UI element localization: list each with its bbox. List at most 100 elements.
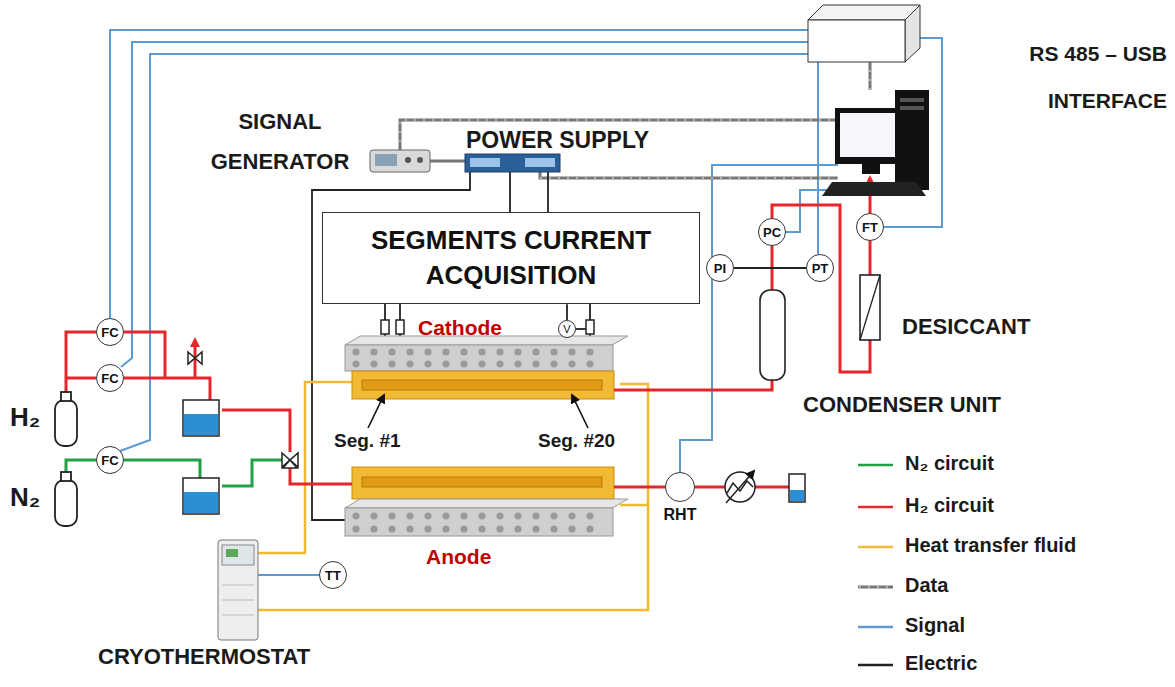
anode-plate (345, 467, 628, 536)
anode-plate (424, 525, 431, 532)
signal-line (680, 165, 838, 472)
electric-line (547, 172, 549, 212)
computer (822, 90, 929, 196)
heat-exchanger (726, 471, 754, 503)
temperature-transmitter: TT (319, 561, 347, 589)
water-trap (789, 474, 805, 502)
cathode-plate (345, 345, 613, 371)
node-text: PT (812, 262, 829, 275)
anode-plate (514, 525, 521, 532)
anode-plate (478, 525, 485, 532)
anode-plate (550, 525, 557, 532)
cathode-plate (370, 348, 377, 355)
humidifier-bottle (183, 400, 219, 514)
water-trap (790, 490, 804, 501)
cathode-plate (406, 360, 413, 367)
anode-plate (460, 525, 467, 532)
rs485-interface (808, 5, 920, 62)
gas-cylinder (55, 392, 77, 526)
cathode-plate (388, 348, 395, 355)
cathode-plate (362, 380, 602, 390)
condenser-vessel (760, 290, 785, 380)
signal-generator (370, 150, 430, 172)
anode-plate (514, 512, 521, 519)
resistor-symbol (586, 320, 594, 334)
data-line (430, 160, 465, 163)
cathode-plate (406, 348, 413, 355)
flow-controller: FC (96, 364, 124, 392)
anode-plate (496, 525, 503, 532)
rs485-interface (905, 5, 920, 62)
anode-plate (406, 512, 413, 519)
cathode-plate (568, 348, 575, 355)
cryothermostat-unit (222, 585, 254, 615)
cathode-plate (532, 360, 539, 367)
resistor-symbol (381, 320, 389, 334)
rs485-interface (808, 20, 905, 62)
segment-pointer (368, 395, 384, 428)
h2-pipe (614, 380, 772, 390)
h2-pipe (772, 205, 870, 372)
cathode-plate (514, 348, 521, 355)
desiccant-column (860, 275, 880, 340)
signal-line (110, 30, 808, 318)
heat-exchanger (725, 471, 755, 503)
h2-pipe (66, 332, 96, 392)
gas-label: H₂ (10, 403, 40, 433)
segment-label: Seg. #20 (538, 430, 615, 452)
computer (895, 90, 929, 190)
computer (900, 98, 924, 102)
legend-text: N₂ circuit (905, 452, 994, 475)
data-line (400, 62, 870, 178)
cathode-plate (352, 348, 593, 367)
cathode-plate (442, 348, 449, 355)
cathode-plate (550, 360, 557, 367)
anode-plate (406, 525, 413, 532)
h2-pipe (66, 377, 96, 380)
legend-line (858, 664, 893, 667)
anode-plate (424, 512, 431, 519)
cathode-plate (478, 360, 485, 367)
pressure-transmitter: PT (806, 254, 834, 282)
h2-pipe (222, 410, 290, 452)
legend-line (858, 546, 893, 549)
acquisition-box: SEGMENTS CURRENT ACQUISITION (322, 212, 700, 304)
electric-line (509, 172, 511, 212)
node-text: RHT (662, 507, 699, 523)
anode-plate (352, 525, 359, 532)
node-text: V (563, 324, 570, 335)
humidifier-bottle (183, 400, 219, 436)
pressure-indicator: PI (706, 254, 734, 282)
gas-cylinder (61, 472, 71, 481)
anode-plate (568, 512, 575, 519)
rs485-interface (808, 5, 920, 20)
segment-label: Seg. #1 (334, 430, 401, 452)
h2-pipe (124, 332, 165, 378)
legend-line (860, 586, 893, 588)
anode-plate (478, 512, 485, 519)
h2-pipe (124, 378, 210, 400)
legend-sample (858, 465, 893, 665)
cryothermostat-unit (226, 549, 238, 557)
pressure-controller: PC (758, 218, 786, 246)
cryothermostat-unit (218, 540, 258, 640)
humidifier-bottle (184, 414, 218, 435)
power-supply (470, 158, 500, 167)
cathode-plate (514, 360, 521, 367)
flow-controller: FC (96, 446, 124, 474)
component-label: CONDENSER UNIT (803, 392, 1001, 417)
legend-text: Data (905, 574, 948, 597)
signal-line (110, 30, 942, 575)
cathode-plate (460, 348, 467, 355)
cathode-plate (586, 348, 593, 355)
h2-pipe (695, 486, 725, 489)
cathode-plate (352, 371, 614, 399)
component-label: DESICCANT (902, 314, 1030, 339)
computer (900, 106, 924, 110)
signal-line (120, 54, 808, 451)
computer (840, 113, 902, 157)
cathode-plate (496, 360, 503, 367)
